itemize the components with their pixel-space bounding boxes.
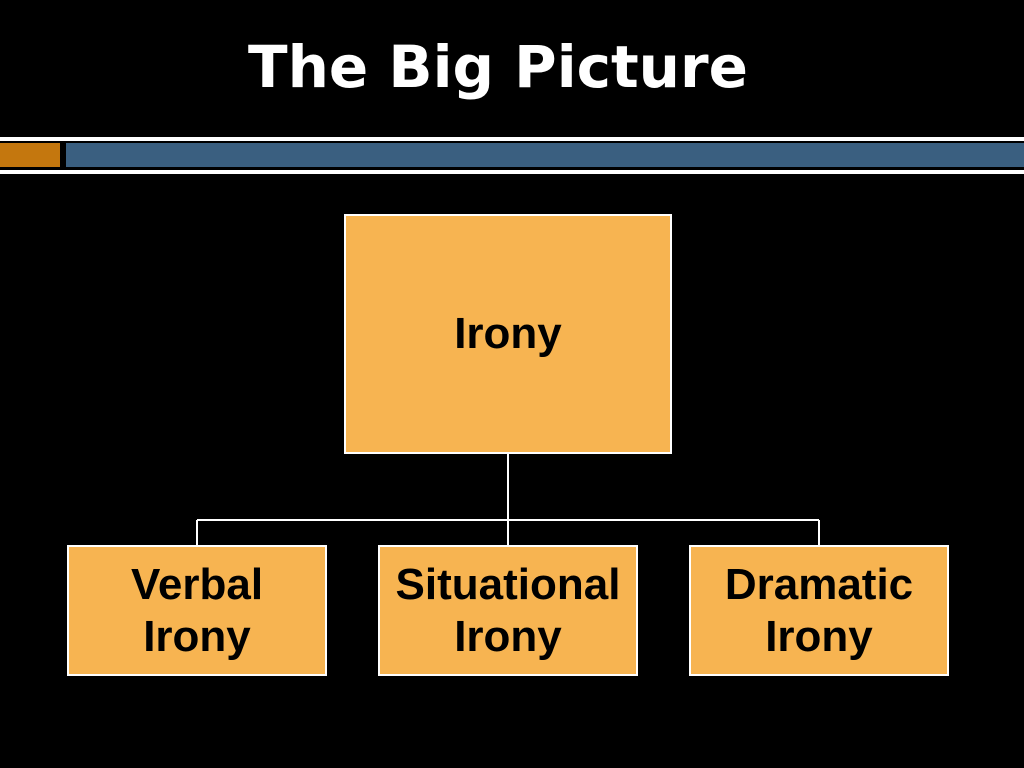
node-verbal-irony-line2: Irony — [143, 611, 251, 661]
header-rule-top — [0, 137, 1024, 141]
node-irony-label: Irony — [454, 309, 562, 358]
node-situational-irony: Situational Irony — [378, 545, 638, 676]
node-dramatic-irony: Dramatic Irony — [689, 545, 949, 676]
slide-title: The Big Picture — [248, 33, 748, 101]
node-dramatic-irony-line1: Dramatic — [724, 559, 914, 609]
node-verbal-irony: Verbal Irony — [67, 545, 327, 676]
node-dramatic-irony-line2: Irony — [765, 611, 873, 661]
header-rule-bottom — [0, 170, 1024, 174]
node-situational-irony-line2: Irony — [454, 611, 562, 661]
node-verbal-irony-line1: Verbal — [130, 559, 264, 609]
header-accent-blue — [66, 143, 1024, 167]
node-situational-irony-line1: Situational — [395, 559, 621, 609]
node-irony: Irony — [344, 214, 672, 454]
header-accent-orange — [0, 143, 60, 167]
